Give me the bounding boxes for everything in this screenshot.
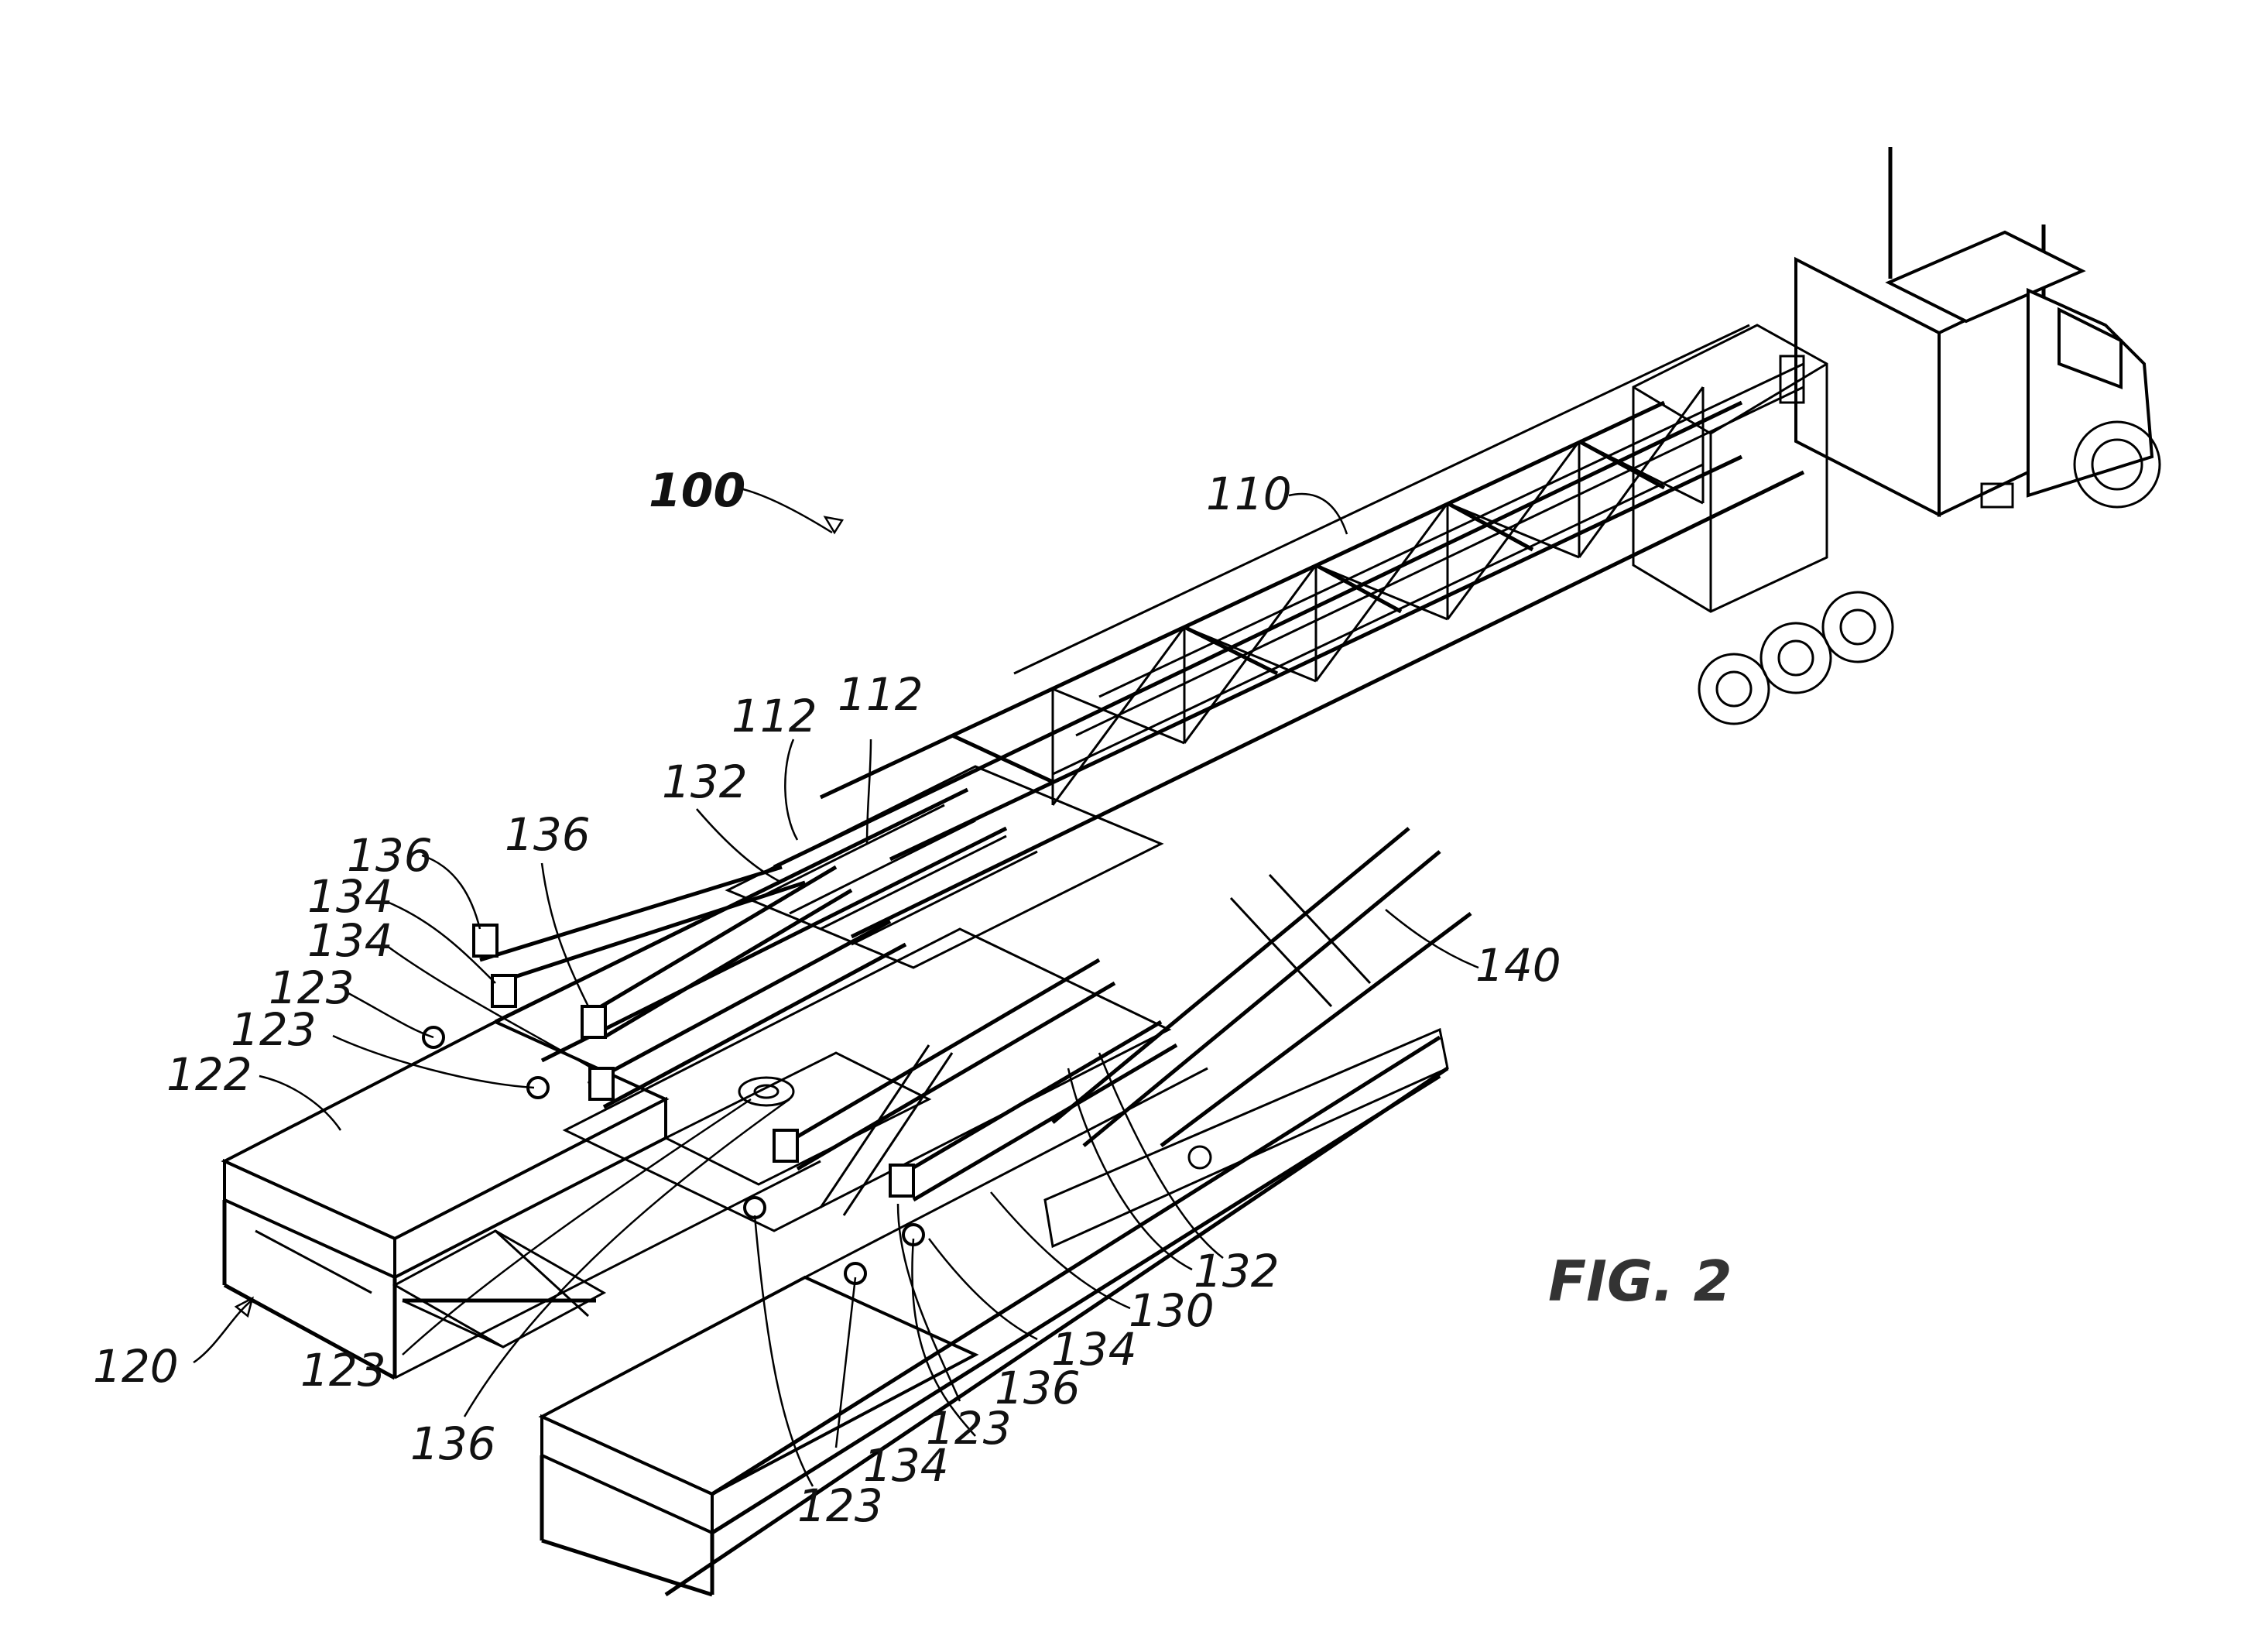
label-brace-end-d: 134 [863, 1439, 949, 1492]
label-base-plate: 122 [166, 1048, 252, 1101]
label-floor-connector-upper: 132 [662, 756, 748, 808]
label-connector-b: 123 [231, 1003, 317, 1056]
label-brace-a: 136 [505, 808, 591, 861]
base-structure [221, 787, 1449, 1597]
label-structure-140: 140 [1475, 939, 1561, 992]
label-mast-connector-left: 112 [732, 690, 817, 742]
label-connector-e: 123 [300, 1344, 386, 1397]
label-floor: 130 [1129, 1284, 1215, 1337]
label-brace-d: 136 [410, 1417, 496, 1470]
floor-and-braces [422, 765, 1472, 1285]
label-brace-end-c: 134 [1051, 1323, 1137, 1376]
label-base: 120 [93, 1340, 179, 1393]
label-mast-connector-right: 112 [838, 668, 923, 721]
reference-labels: 100 110 112 112 132 136 136 134 134 123 … [93, 464, 1732, 1532]
mast-lattice [773, 324, 1828, 939]
truck-tractor [1698, 147, 2161, 725]
label-brace-b: 136 [347, 829, 433, 882]
label-brace-end-a: 134 [307, 870, 393, 923]
label-brace-c: 136 [995, 1362, 1081, 1414]
figure-label: FIG. 2 [1548, 1249, 1732, 1314]
label-connector-a: 123 [269, 961, 355, 1014]
label-connector-d: 123 [797, 1479, 883, 1532]
label-brace-end-b: 134 [307, 914, 393, 967]
label-rig-assembly: 100 [649, 464, 745, 518]
label-floor-connector-lower: 132 [1194, 1245, 1280, 1297]
label-mast: 110 [1206, 468, 1292, 520]
label-connector-c: 123 [926, 1402, 1012, 1455]
leader-lines [193, 488, 1479, 1487]
